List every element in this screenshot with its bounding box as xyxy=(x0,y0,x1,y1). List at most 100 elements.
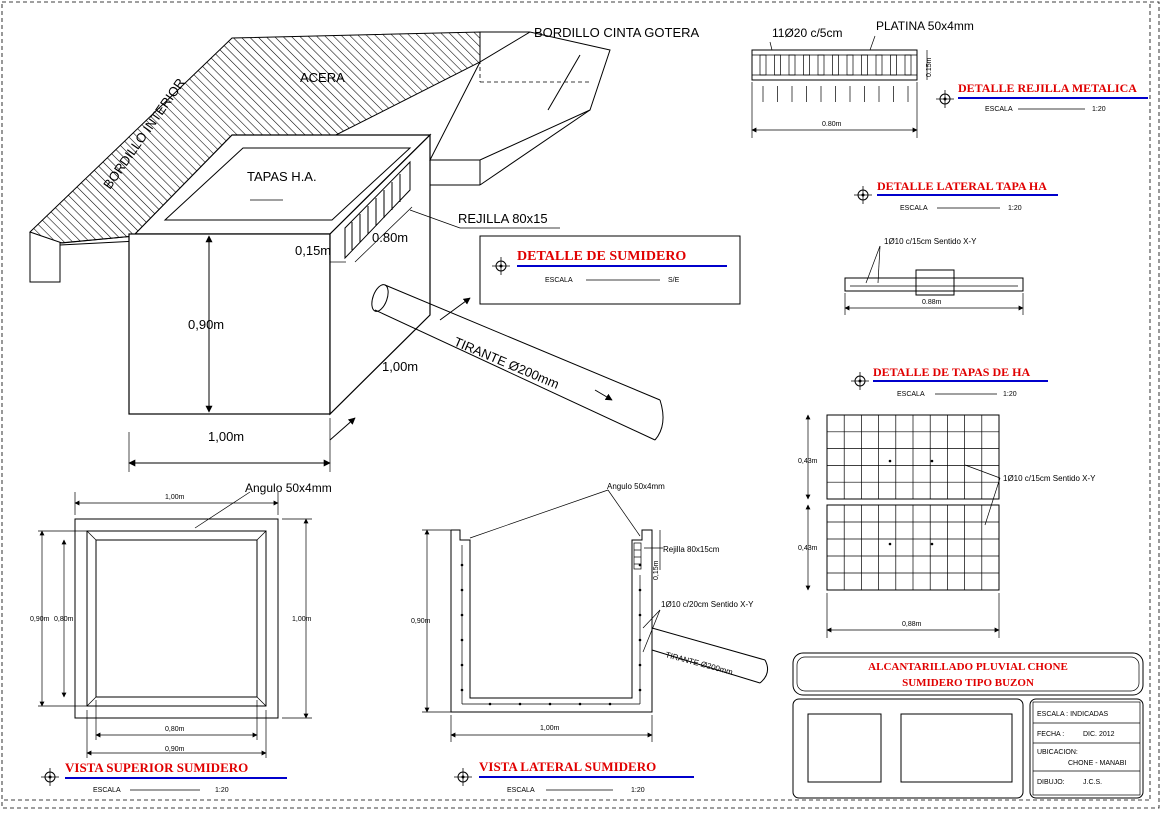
escala-value: 1:20 xyxy=(1008,205,1022,212)
dim-tapa-h1: 0,43m xyxy=(798,458,818,465)
rebar-dot xyxy=(638,588,642,592)
rebar-dot xyxy=(548,702,552,706)
dim-sup-left1: 0,90m xyxy=(30,616,50,623)
escala-label: ESCALA xyxy=(900,205,928,212)
label-tapas: TAPAS H.A. xyxy=(247,169,317,184)
rejilla-bar xyxy=(817,54,825,76)
cajetin-fecha-label: FECHA : xyxy=(1037,731,1064,738)
rebar-dot xyxy=(638,688,642,692)
title-lateral-tapa: DETALLE LATERAL TAPA HA xyxy=(877,179,1047,193)
rejilla-bar xyxy=(846,54,854,76)
rebar-dot xyxy=(638,613,642,617)
rebar-dot xyxy=(460,613,464,617)
title-vista-superior: VISTA SUPERIOR SUMIDERO xyxy=(65,760,248,775)
dim-sup-left2: 0,80m xyxy=(54,616,74,623)
escala-label: ESCALA xyxy=(507,787,535,794)
label-bordillo-cinta: BORDILLO CINTA GOTERA xyxy=(534,25,700,40)
title-alcantarillado: ALCANTARILLADO PLUVIAL CHONE xyxy=(868,661,1068,673)
rejilla-bar xyxy=(803,54,810,76)
cajetin-ubicacion-value: CHONE - MANABI xyxy=(1068,760,1126,767)
rebar-dot xyxy=(460,663,464,667)
title-detalle-sumidero: DETALLE DE SUMIDERO xyxy=(517,249,686,264)
isometric-view: BORDILLO CINTA GOTERA ACERA BORDILLO INT… xyxy=(29,25,700,472)
escala-value: 1:20 xyxy=(1092,106,1106,113)
escala-label: ESCALA xyxy=(897,391,925,398)
label-rejilla-lateral: Rejilla 80x15cm xyxy=(663,545,720,554)
dim-080: 0.80m xyxy=(372,230,408,245)
dim-sup-b1: 0,80m xyxy=(165,726,185,733)
dim-090: 0,90m xyxy=(188,317,224,332)
rebar-dot xyxy=(578,702,582,706)
label-rejilla-bars: 11Ø20 c/5cm xyxy=(772,26,842,40)
box-front xyxy=(128,233,331,415)
box-side xyxy=(329,133,431,416)
cajetin-dibujo-value: J.C.S. xyxy=(1083,779,1102,786)
rejilla-bar xyxy=(875,54,883,76)
rebar-dot xyxy=(488,702,492,706)
rejilla-slots xyxy=(344,160,411,260)
cajetin-ubicacion-label: UBICACION: xyxy=(1037,749,1078,756)
escala-value: 1:20 xyxy=(1003,391,1017,398)
escala-label: ESCALA xyxy=(985,106,1013,113)
rejilla-metalica-detail: 11Ø20 c/5cm PLATINA 50x4mm 0.15m 0.80m D… xyxy=(751,19,1148,138)
rejilla-bar xyxy=(774,54,781,76)
dim-lat-h: 0,90m xyxy=(411,618,431,625)
rejilla-bar xyxy=(890,54,897,76)
dim-sup-b2: 0,90m xyxy=(165,746,185,753)
rebar-dot xyxy=(460,563,464,567)
dim-tapa-h2: 0,43m xyxy=(798,545,818,552)
label-armado-lateral-vista: 1Ø10 c/20cm Sentido X-Y xyxy=(661,600,754,609)
escala-value: 1:20 xyxy=(631,787,645,794)
tirante-pipe xyxy=(371,284,664,441)
dim-rejilla-h: 0.15m xyxy=(926,57,933,77)
dim-100-bottom: 1,00m xyxy=(208,429,244,444)
escala-label: ESCALA xyxy=(93,787,121,794)
dim-tapa-w: 0,88m xyxy=(902,621,922,628)
dim-rejilla-w: 0.80m xyxy=(822,121,842,128)
dim-sup-top: 1,00m xyxy=(165,494,185,501)
rejilla-bar xyxy=(788,54,796,76)
lateral-tapa-detail: DETALLE LATERAL TAPA HA ESCALA 1:20 1Ø10… xyxy=(844,179,1058,315)
dim-100-side: 1,00m xyxy=(382,359,418,374)
label-platina: PLATINA 50x4mm xyxy=(876,19,974,33)
detalle-sumidero: DETALLE DE SUMIDERO ESCALA S/E xyxy=(479,235,741,305)
dim-lateral-w: 0.88m xyxy=(922,299,942,306)
rejilla-bar xyxy=(904,54,912,76)
title-rejilla-metalica: DETALLE REJILLA METALICA xyxy=(958,81,1137,95)
label-armado-tapas: 1Ø10 c/15cm Sentido X-Y xyxy=(1003,474,1096,483)
title-sumidero-buzon: SUMIDERO TIPO BUZON xyxy=(902,677,1034,689)
rebar-dot xyxy=(638,638,642,642)
label-tirante-lateral: TIRANTE Ø200mm xyxy=(664,650,734,677)
label-acera: ACERA xyxy=(300,70,345,85)
rebar-dot xyxy=(518,702,522,706)
label-rejilla: REJILLA 80x15 xyxy=(458,211,548,226)
bordillo-edge xyxy=(29,232,136,283)
rebar-dot xyxy=(460,688,464,692)
title-block: ALCANTARILLADO PLUVIAL CHONE SUMIDERO TI… xyxy=(792,652,1144,799)
dim-lat-w: 1,00m xyxy=(540,725,560,732)
rejilla-bar xyxy=(861,54,868,76)
rejilla-bar xyxy=(759,54,767,76)
cajetin-dibujo-label: DIBUJO: xyxy=(1037,779,1065,786)
rebar-dot xyxy=(460,588,464,592)
escala-value: 1:20 xyxy=(215,787,229,794)
dim-sup-right: 1,00m xyxy=(292,616,312,623)
tapa-inner xyxy=(163,147,412,221)
vista-lateral: Angulo 50x4mm Rejilla 80x15cm 0,15m 1Ø10… xyxy=(411,482,769,794)
title-vista-lateral: VISTA LATERAL SUMIDERO xyxy=(479,759,656,774)
rebar-dot xyxy=(638,663,642,667)
cajetin-fecha-value: DIC. 2012 xyxy=(1083,731,1115,738)
dim-015: 0,15m xyxy=(295,243,331,258)
title-tapas-ha: DETALLE DE TAPAS DE HA xyxy=(873,365,1030,379)
escala-value: S/E xyxy=(668,277,680,284)
dim-lat-015: 0,15m xyxy=(653,560,660,580)
cajetin-escala: ESCALA : INDICADAS xyxy=(1037,711,1109,718)
label-angulo-lateral: Angulo 50x4mm xyxy=(607,482,665,491)
vista-superior: Angulo 50x4mm 1,00m 0,90m 0,80m 1,00m 0,… xyxy=(30,481,332,794)
label-tirante: TIRANTE Ø200mm xyxy=(452,334,562,392)
rebar-dot xyxy=(460,638,464,642)
label-angulo-superior: Angulo 50x4mm xyxy=(245,481,332,495)
tapas-ha-detail: DETALLE DE TAPAS DE HA ESCALA 1:20 0,43m… xyxy=(798,365,1096,638)
